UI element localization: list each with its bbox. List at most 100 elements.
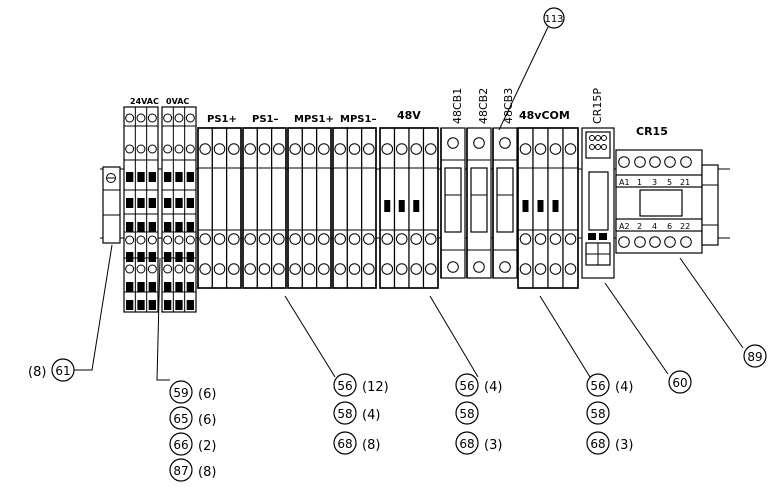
leader-lines	[74, 26, 744, 381]
fuse-insert	[126, 252, 134, 262]
balloon-56-com: 56	[586, 373, 610, 397]
screw-terminal	[363, 233, 375, 245]
fuse-insert	[126, 300, 134, 310]
relay-socket-cr15p	[581, 127, 615, 279]
screw-terminal	[410, 233, 423, 245]
balloon-68-ps: 68	[333, 431, 357, 455]
relay-terminal-bottom: 4	[652, 222, 657, 231]
balloon-60-text: 60	[672, 376, 687, 390]
balloon-58-com-text: 58	[590, 407, 605, 421]
balloon-68-48v: 68	[455, 431, 479, 455]
screw-terminal	[534, 233, 547, 245]
terminal-block-outline	[242, 127, 287, 289]
balloon-89: 89	[743, 344, 767, 368]
screw-terminal	[289, 263, 301, 275]
screw-terminal	[199, 233, 211, 245]
fuse-insert	[148, 300, 156, 310]
label-48vcom: 48vCOM	[519, 109, 570, 122]
screw-terminal	[649, 236, 661, 248]
screw-terminal	[228, 263, 240, 275]
fuse-insert	[186, 198, 194, 208]
screw-terminal	[549, 263, 562, 275]
screw-terminal	[618, 236, 630, 248]
terminal-block-outline	[197, 127, 242, 289]
balloon-66-text: 66	[173, 438, 188, 452]
screw-terminal	[289, 143, 301, 155]
screw-terminal	[125, 235, 135, 245]
screw-terminal	[334, 233, 346, 245]
label-0vac: 0VAC	[166, 97, 189, 106]
screw-terminal	[228, 233, 240, 245]
screw-terminal	[199, 263, 211, 275]
balloon-68-48v-text: 68	[459, 437, 474, 451]
fuse-terminal-group	[123, 106, 197, 313]
screw-terminal	[273, 263, 285, 275]
balloon-65: 65	[169, 406, 193, 430]
relay-terminal-top: 21	[680, 178, 690, 187]
screw-terminal	[395, 233, 408, 245]
fuse-insert	[186, 300, 194, 310]
terminal-block-outline	[287, 127, 332, 289]
screw-terminal	[318, 263, 330, 275]
quantity-8: (8)	[28, 365, 46, 380]
screw-terminal	[534, 143, 547, 155]
terminal-block-outline	[332, 127, 377, 289]
fuse-insert	[164, 172, 172, 182]
screw-terminal	[534, 263, 547, 275]
quantity-68-com: (3)	[615, 438, 633, 453]
label-48cb1: 48CB1	[451, 88, 464, 124]
breaker-handle-housing	[470, 167, 488, 233]
balloon-58-48v-text: 58	[459, 407, 474, 421]
fuse-insert	[175, 282, 183, 292]
screw-terminal	[185, 235, 195, 245]
breaker-handle-housing	[444, 167, 462, 233]
screw-terminal	[258, 263, 271, 275]
screw-terminal	[273, 233, 285, 245]
fuse-insert	[175, 222, 183, 232]
screw-terminal	[348, 263, 361, 275]
fuse-insert	[164, 198, 172, 208]
jumper-bar	[552, 200, 559, 212]
relay-terminal-top: 5	[667, 178, 672, 187]
balloon-65-text: 65	[173, 412, 188, 426]
screw-terminal	[334, 143, 346, 155]
relay-terminal-bottom: A2	[619, 222, 630, 231]
fuse-insert	[137, 172, 145, 182]
relay-terminal-top: A1	[619, 178, 630, 187]
label-48cb3: 48CB3	[502, 88, 515, 124]
balloon-56-48v-text: 56	[459, 379, 474, 393]
balloon-58-com: 58	[586, 401, 610, 425]
fuse-insert	[164, 282, 172, 292]
screw-terminal	[410, 143, 423, 155]
screw-terminal	[213, 233, 226, 245]
fuse-insert	[137, 222, 145, 232]
screw-terminal	[273, 143, 285, 155]
fuse-insert	[175, 172, 183, 182]
fuse-insert	[186, 252, 194, 262]
fuse-insert	[148, 198, 156, 208]
jumper-bar	[537, 200, 544, 212]
quantity-59: (6)	[198, 387, 216, 402]
balloon-56-48v: 56	[455, 373, 479, 397]
quantity-68-48v: (3)	[484, 438, 502, 453]
label-48v: 48V	[397, 109, 421, 122]
screw-terminal	[634, 236, 646, 248]
screw-terminal	[136, 144, 146, 154]
quantity-56-com: (4)	[615, 380, 633, 395]
fuse-insert	[164, 222, 172, 232]
fuse-insert	[148, 172, 156, 182]
screw-terminal	[289, 233, 301, 245]
balloon-59-text: 59	[173, 386, 188, 400]
screw-terminal	[381, 233, 394, 245]
label-mps1-minus: MPS1–	[340, 114, 376, 125]
relay-terminal-labels: A1 1 3 5 21 A2 2 4 6 22	[619, 178, 690, 231]
quantity-65: (6)	[198, 413, 216, 428]
screw-terminal	[163, 144, 173, 154]
balloon-56-ps-text: 56	[337, 379, 352, 393]
screw-terminal	[147, 264, 157, 274]
screw-terminal	[318, 233, 330, 245]
quantity-56-ps: (12)	[362, 380, 389, 395]
balloon-60: 60	[668, 370, 692, 394]
screw-terminal	[258, 233, 271, 245]
screw-terminal	[174, 235, 184, 245]
